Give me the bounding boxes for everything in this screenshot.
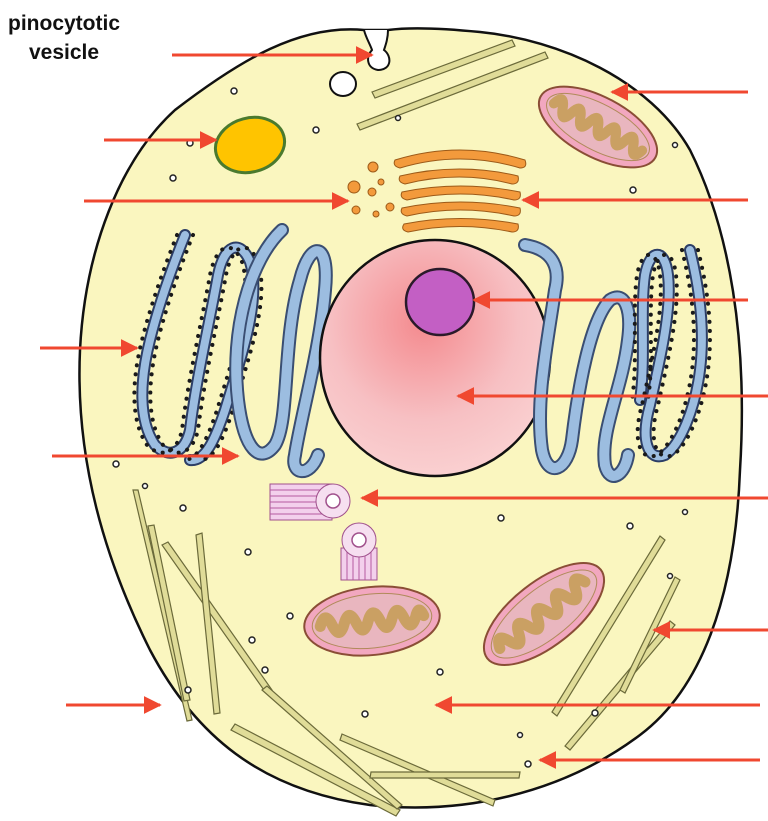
label-pinocytotic-line2: vesicle [29, 41, 99, 64]
nucleolus [406, 269, 474, 335]
label-pinocytotic-line1: pinocytotic [8, 12, 120, 35]
